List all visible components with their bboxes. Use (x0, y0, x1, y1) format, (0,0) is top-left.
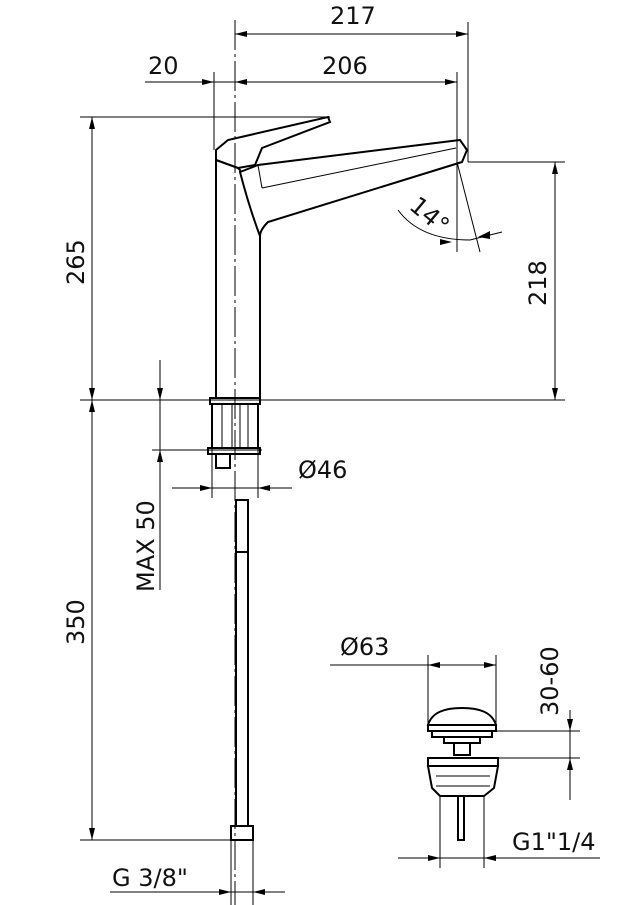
dim-spout-reach: 206 (322, 52, 368, 80)
waste-valve (426, 706, 500, 841)
dim-hose-length: 350 (62, 599, 90, 645)
dim-spout-offset: 20 (148, 52, 179, 80)
dim-waste-clamp-range: 30-60 (536, 646, 564, 716)
dim-base-diameter: Ø46 (298, 456, 347, 484)
dimension-lines (80, 22, 600, 905)
dim-hose-connection: G 3/8" (112, 864, 188, 892)
dim-spout-angle: 14° (404, 191, 455, 240)
dim-waste-diameter: Ø63 (340, 633, 389, 661)
dim-waste-thread: G1"1/4 (512, 828, 596, 856)
dimension-labels: 217 20 206 265 218 14° Ø46 MAX 50 350 G … (62, 2, 596, 892)
dim-spout-height: 218 (524, 260, 552, 306)
faucet-body (207, 20, 469, 905)
dim-total-height: 265 (62, 239, 90, 285)
dim-overall-reach: 217 (330, 2, 376, 30)
dim-max-deck-thickness: MAX 50 (132, 500, 160, 592)
